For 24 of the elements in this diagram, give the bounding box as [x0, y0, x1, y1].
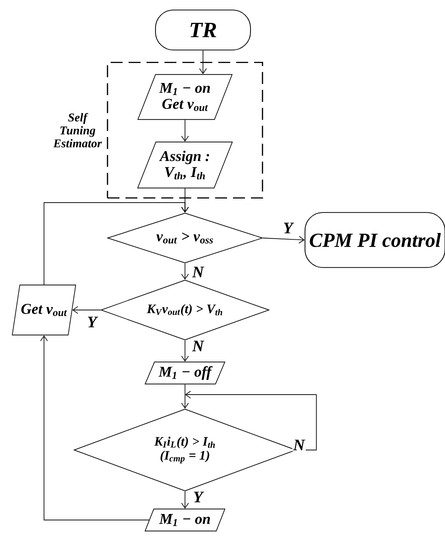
- arrow: [40, 335, 150, 520]
- terminator-box: TR: [155, 10, 251, 50]
- io-parallelogram: M$_{1}$ − on: [144, 508, 226, 532]
- io-parallelogram: Assign : V$_{th}$, I$_{th}$: [137, 142, 233, 188]
- arrow: [181, 384, 189, 409]
- edge-label: N: [191, 340, 205, 352]
- group-label: Self Tuning Estimator: [53, 112, 102, 148]
- arrow: [181, 340, 189, 362]
- arrow: [185, 390, 317, 450]
- edge-label: Y: [86, 316, 98, 328]
- edge-label: N: [191, 266, 205, 278]
- edge-label: Y: [282, 222, 294, 234]
- terminator-box: CPM PI control: [304, 212, 445, 268]
- arrow: [181, 120, 189, 142]
- arrow: [262, 236, 305, 244]
- arrow: [199, 50, 207, 74]
- arrow: [181, 491, 189, 509]
- arrow: [72, 306, 101, 314]
- io-parallelogram: M$_{1}$ − off: [144, 362, 226, 384]
- io-parallelogram: Get v$_{out}$: [12, 284, 76, 336]
- arrow: [44, 202, 189, 285]
- edge-label: Y: [192, 490, 204, 504]
- arrow: [181, 263, 189, 280]
- edge-label: N: [292, 438, 306, 452]
